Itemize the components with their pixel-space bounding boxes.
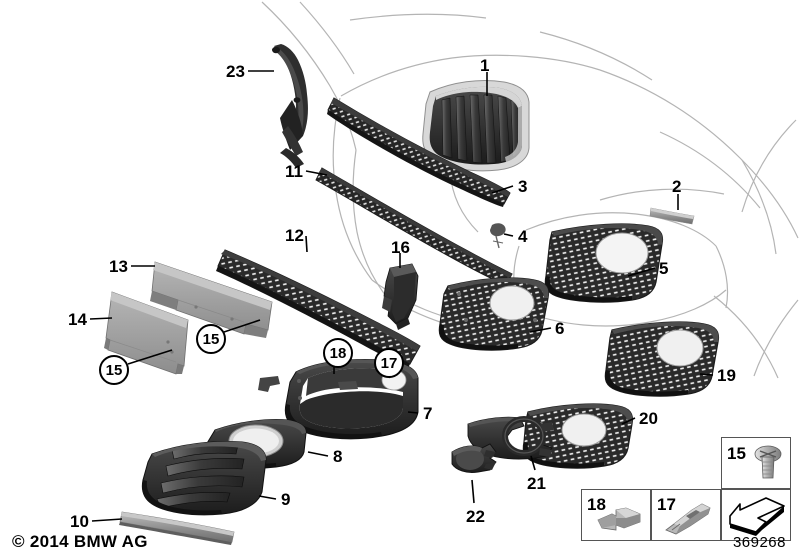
callout-2: 2 <box>672 177 682 196</box>
legend-screw-15-label: 15 <box>727 444 746 463</box>
callout-circled-17: 17 <box>374 348 404 378</box>
callout-1: 1 <box>480 56 490 75</box>
screw-icon <box>754 445 782 479</box>
callout-circled-15-right: 15 <box>196 324 226 354</box>
part-3-upper-mesh-grille <box>327 97 511 207</box>
part-18-clip <box>258 376 280 392</box>
callout-circled-18: 18 <box>323 338 353 368</box>
callout-5: 5 <box>659 259 669 278</box>
callout-6: 6 <box>555 319 565 338</box>
direction-arrow-icon <box>729 497 785 536</box>
legend-clip-18: 18 <box>581 489 651 541</box>
part-16-bracket <box>382 263 419 330</box>
part-2-trim-strip <box>649 207 695 225</box>
part-4-clip <box>490 223 506 249</box>
callout-23: 23 <box>226 62 245 81</box>
part-14-plate-base <box>104 291 189 375</box>
legend-clip-17: 17 <box>651 489 721 541</box>
callout-14: 14 <box>68 310 87 329</box>
part-12-lower-mesh-grille <box>216 249 421 368</box>
callout-10: 10 <box>70 512 89 531</box>
callout-11: 11 <box>285 162 303 181</box>
part-19-fog-grille <box>604 321 720 397</box>
part-5-fog-grille <box>544 223 664 303</box>
part-9-slat-grille <box>141 441 267 516</box>
part-22-cover <box>451 443 497 473</box>
legend-arrow <box>721 489 791 541</box>
callout-16: 16 <box>391 238 410 257</box>
callout-7: 7 <box>423 404 433 423</box>
callout-3: 3 <box>518 177 528 196</box>
drawing-number: 369268 <box>732 534 786 551</box>
part-7-bumper-frame <box>284 359 419 440</box>
callout-circled-15-left: 15 <box>99 355 129 385</box>
callout-19: 19 <box>717 366 736 385</box>
callout-21: 21 <box>527 474 546 493</box>
car-body-outline <box>261 1 799 379</box>
legend-screw-15: 15 <box>721 437 791 489</box>
clip-bracket-icon <box>597 507 641 531</box>
part-20-fog-grille <box>522 403 634 469</box>
callout-13: 13 <box>109 257 128 276</box>
legend-clip-18-label: 18 <box>587 495 606 514</box>
copyright-notice: © 2014 BMW AG <box>12 532 148 551</box>
callout-22: 22 <box>466 507 485 526</box>
part-1-kidney-grille <box>422 79 530 172</box>
part-23-bracket <box>272 44 308 168</box>
part-10-trim-strip <box>119 511 235 545</box>
part-13-plate-holder <box>150 261 273 338</box>
callout-12: 12 <box>285 226 304 245</box>
part-6-fog-grille <box>438 277 550 351</box>
legend-clip-17-label: 17 <box>657 495 676 514</box>
clip-strip-icon <box>665 503 711 535</box>
callout-8: 8 <box>333 447 343 466</box>
callout-20: 20 <box>639 409 658 428</box>
callout-4: 4 <box>518 227 528 246</box>
callout-9: 9 <box>281 490 291 509</box>
